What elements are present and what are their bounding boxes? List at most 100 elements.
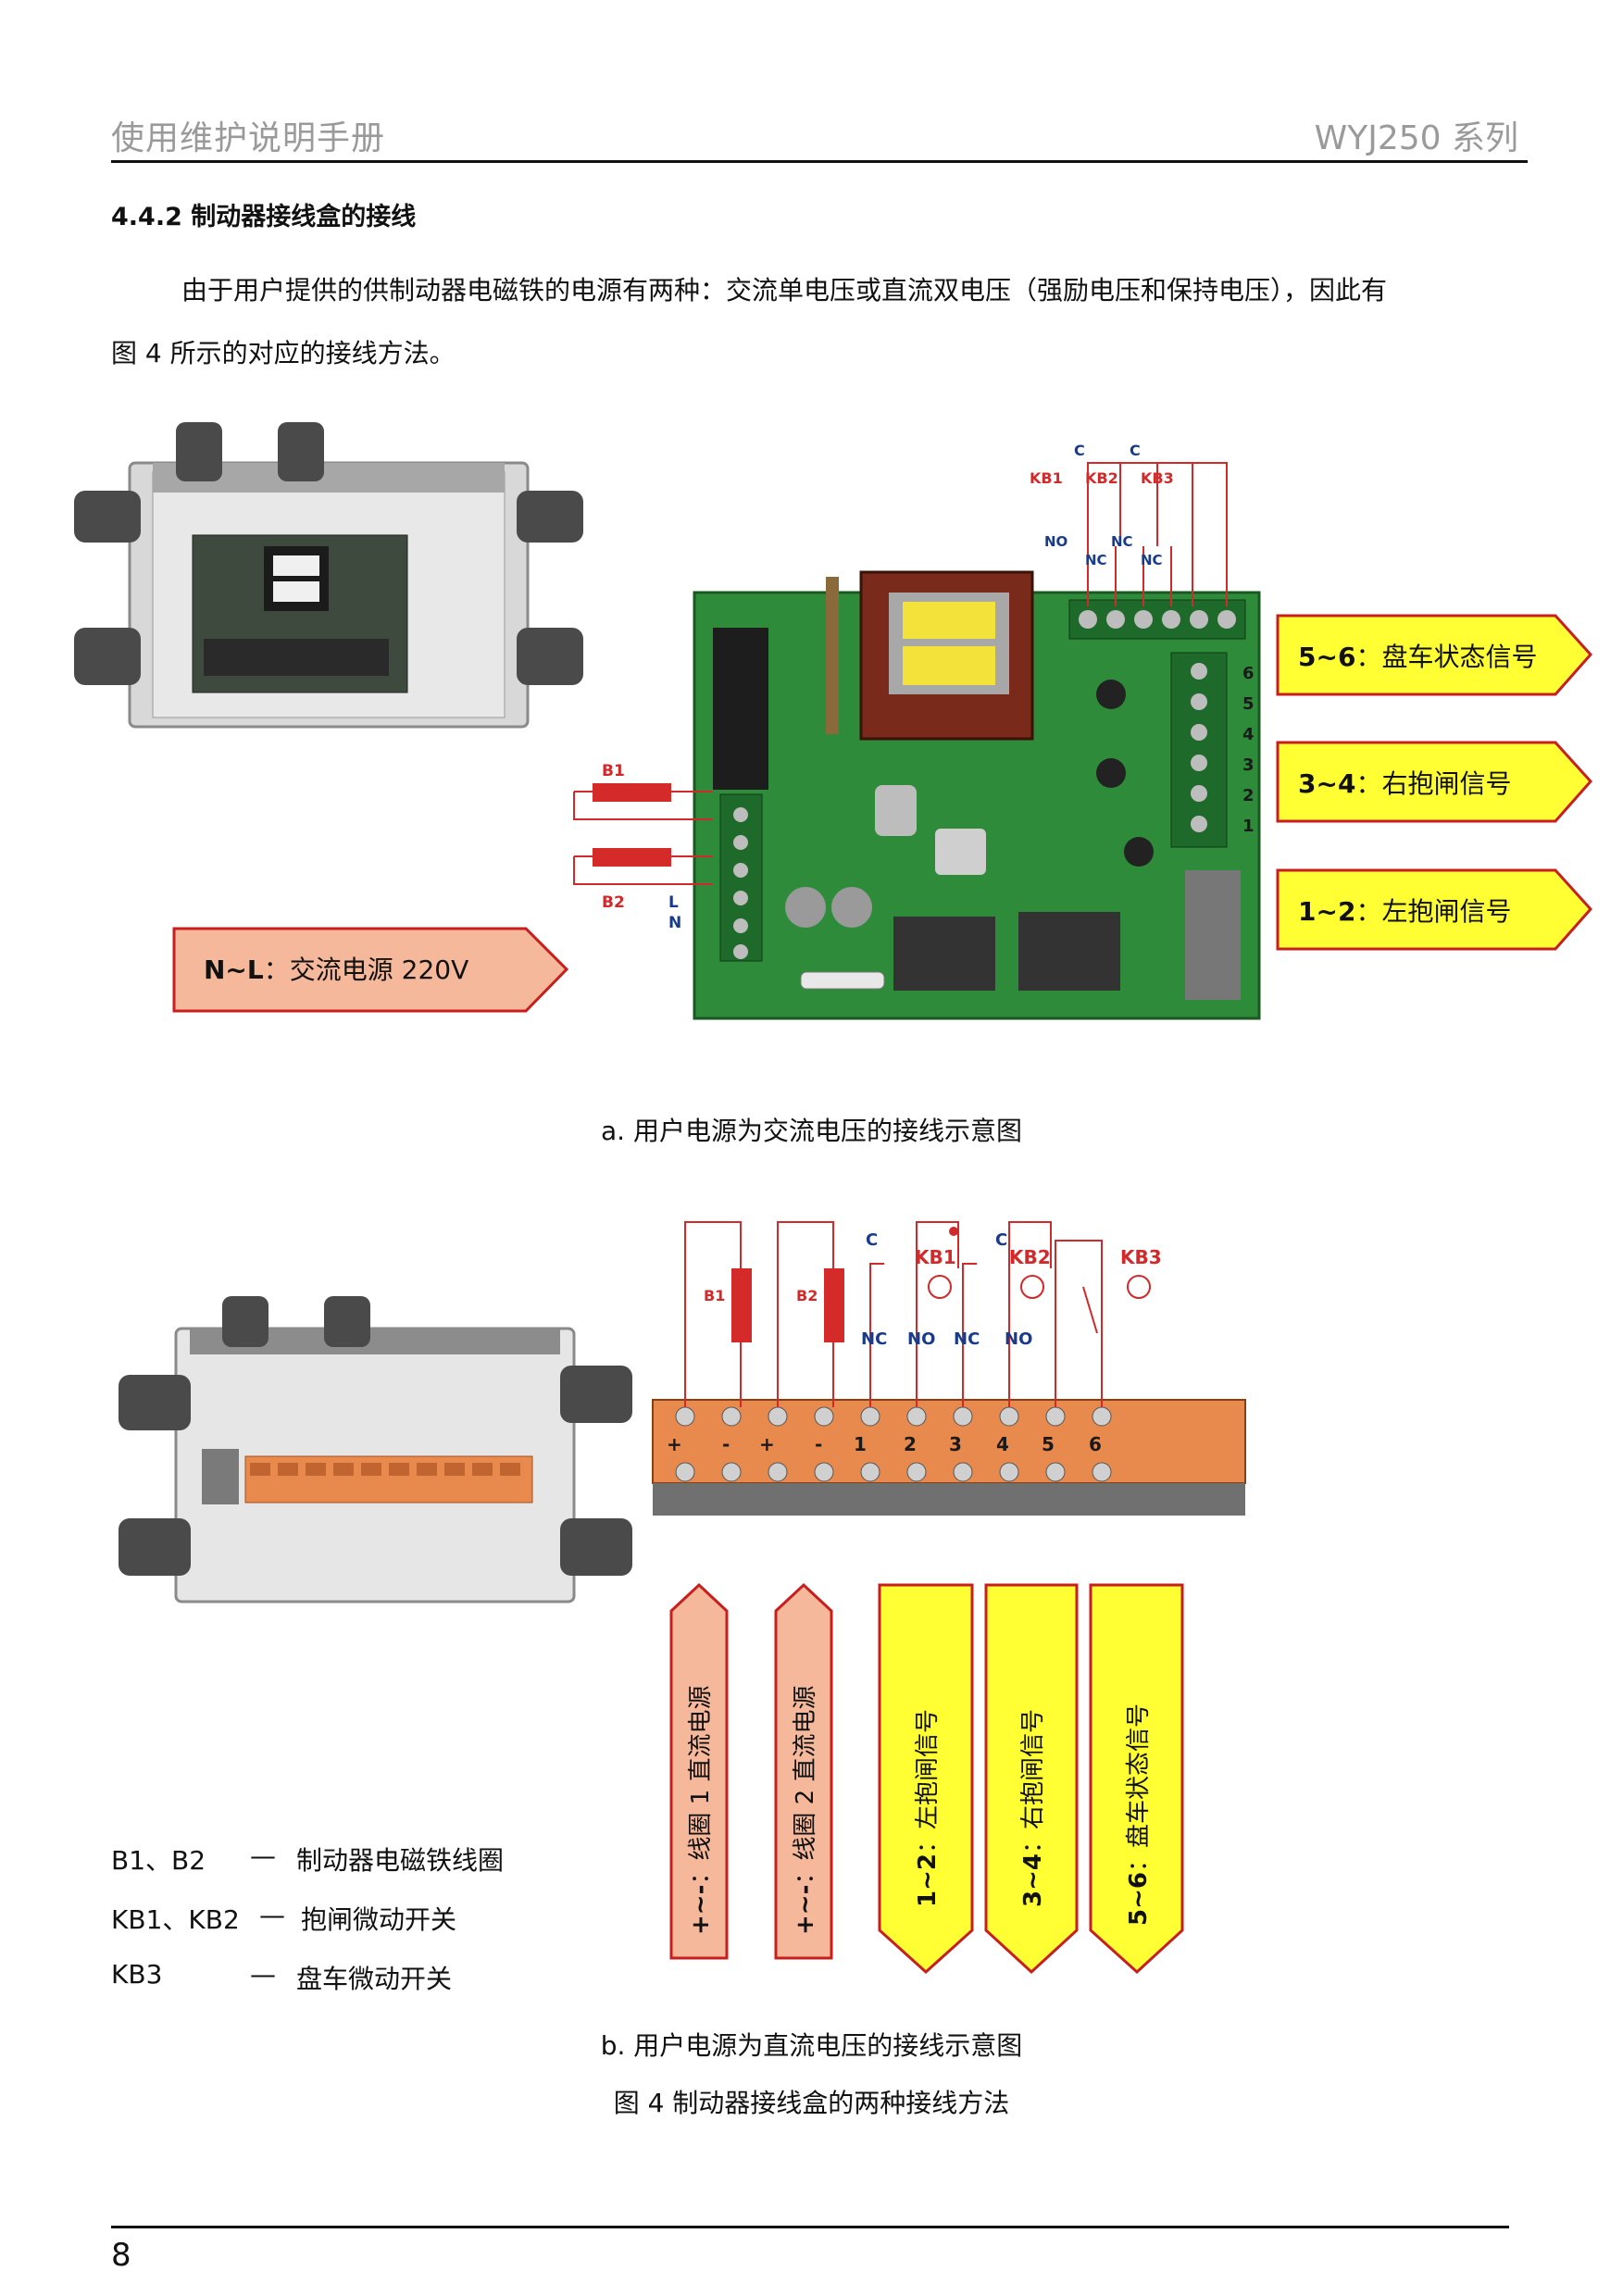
term-1: + <box>667 1433 682 1455</box>
pin-5: 5 <box>1242 694 1255 714</box>
arrow-down-right-brake: 3~4：右抱闸信号 <box>984 1583 1079 1975</box>
legend-term-3: KB3 <box>111 1959 163 1990</box>
label-c-2: C <box>1130 442 1141 459</box>
terminal-block-b: + - + - 1 2 3 4 5 6 <box>652 1399 1246 1516</box>
arrow-up-2-text: 线圈 2 直流电源 <box>792 1686 819 1861</box>
label-kb3-a: KB3 <box>1141 469 1174 487</box>
label-nc-3a: NC <box>1141 552 1163 568</box>
label-no-b2: NO <box>1005 1329 1032 1349</box>
label-kb1-b: KB1 <box>915 1246 956 1268</box>
legend-term-2: KB1、KB2 <box>111 1904 240 1935</box>
label-b2-a: B2 <box>602 893 625 912</box>
arrow-down-left-brake: 1~2：左抱闸信号 <box>878 1583 974 1975</box>
paragraph-line-1: 由于用户提供的供制动器电磁铁的电源有两种：交流单电压或直流双电压（强励电压和保持… <box>181 275 1388 306</box>
term-10: 6 <box>1089 1433 1102 1455</box>
callout-n-l: N~L：交流电源 220V <box>172 927 569 1013</box>
svg-text:N~L：交流电源 220V: N~L：交流电源 220V <box>204 955 468 985</box>
svg-text:3~4：右抱闸信号: 3~4：右抱闸信号 <box>1298 768 1511 799</box>
label-nc-1a: NC <box>1085 552 1107 568</box>
arrow-up-coil-1: +~-：线圈 1 直流电源 <box>669 1582 729 1960</box>
arrow-down-turning-status: 5~6：盘车状态信号 <box>1089 1583 1184 1975</box>
svg-text:1~2：左抱闸信号: 1~2：左抱闸信号 <box>914 1709 942 1907</box>
label-kb2-a: KB2 <box>1085 469 1118 487</box>
legend-dash-3: — <box>250 1959 276 1990</box>
legend-desc-1: 制动器电磁铁线圈 <box>296 1845 505 1876</box>
arrow-up-1-text: 线圈 1 直流电源 <box>687 1686 715 1861</box>
arrow-down-2-key: 3~4 <box>1019 1853 1047 1907</box>
callout-n-l-key: N~L <box>204 955 264 985</box>
svg-text:3~4：右抱闸信号: 3~4：右抱闸信号 <box>1019 1709 1047 1907</box>
callout-n-l-text: 交流电源 220V <box>290 955 469 985</box>
coils-b: B1 B2 <box>704 1268 844 1342</box>
figure-b-diagram: + - + - 1 2 3 4 5 6 B1 B2 C C KB1 KB2 <box>119 1221 1246 1975</box>
arrow-down-3-text: 盘车状态信号 <box>1125 1703 1153 1848</box>
figure-a-caption: a. 用户电源为交流电压的接线示意图 <box>601 1116 1022 1146</box>
label-nc-b1: NC <box>861 1329 887 1349</box>
legend-dash-1: — <box>250 1841 276 1871</box>
label-b1-a: B1 <box>602 762 625 780</box>
callout-1-2-key: 1~2 <box>1298 896 1355 927</box>
svg-text:5~6：盘车状态信号: 5~6：盘车状态信号 <box>1125 1703 1153 1926</box>
pin-2: 2 <box>1242 786 1255 805</box>
pin-6: 6 <box>1242 664 1255 683</box>
label-c-b2: C <box>995 1230 1007 1250</box>
figure-4-caption: 图 4 制动器接线盒的两种接线方法 <box>613 2088 1010 2118</box>
pin-1: 1 <box>1242 817 1255 836</box>
svg-text:+~-：线圈 2 直流电源: +~-：线圈 2 直流电源 <box>792 1686 819 1935</box>
pin-4: 4 <box>1242 725 1255 744</box>
callout-3-4-text: 右抱闸信号 <box>1381 768 1511 799</box>
label-b2-b: B2 <box>796 1287 818 1304</box>
term-4: - <box>815 1433 822 1455</box>
legend-dash-2: — <box>259 1900 285 1930</box>
switch-labels-b: C C KB1 KB2 KB3 NC NO NC NO <box>861 1227 1162 1349</box>
label-c-1: C <box>1074 442 1085 459</box>
section-title: 4.4.2 制动器接线盒的接线 <box>111 203 417 231</box>
junction-box-photo-b <box>119 1296 632 1603</box>
arrow-down-2-text: 右抱闸信号 <box>1019 1709 1047 1829</box>
legend-term-1: B1、B2 <box>111 1845 206 1876</box>
term-6: 2 <box>904 1433 917 1455</box>
callout-5-6-key: 5~6 <box>1298 642 1355 672</box>
legend-desc-2: 抱闸微动开关 <box>301 1904 457 1935</box>
paragraph-line-2: 图 4 所示的对应的接线方法。 <box>111 338 456 368</box>
arrow-down-1-text: 左抱闸信号 <box>914 1709 942 1829</box>
arrow-down-1-key: 1~2 <box>914 1853 942 1907</box>
header-right: WYJ250 系列 <box>1314 119 1518 157</box>
junction-box-photo-a <box>74 422 583 729</box>
callout-5-6-text: 盘车状态信号 <box>1381 642 1537 672</box>
legend-row-3: KB3 — 盘车微动开关 <box>111 1959 667 1996</box>
term-9: 5 <box>1042 1433 1055 1455</box>
svg-text:5~6：盘车状态信号: 5~6：盘车状态信号 <box>1298 642 1537 672</box>
callout-3-4-key: 3~4 <box>1298 768 1355 799</box>
label-l: L <box>668 893 679 912</box>
term-5: 1 <box>854 1433 867 1455</box>
footer-rule <box>111 2226 1509 2228</box>
label-nc-b2: NC <box>954 1329 980 1349</box>
coils-a: B1 B2 L N <box>573 762 713 932</box>
legend-desc-3: 盘车微动开关 <box>296 1964 453 1994</box>
term-2: - <box>722 1433 730 1455</box>
switch-labels-a: C C KB1 KB2 KB3 NO NC NC NC <box>1030 442 1174 568</box>
label-b1-b: B1 <box>704 1287 725 1304</box>
svg-text:+~-：线圈 1 直流电源: +~-：线圈 1 直流电源 <box>687 1686 715 1935</box>
svg-text:1~2：左抱闸信号: 1~2：左抱闸信号 <box>1298 896 1511 927</box>
label-no-1a: NO <box>1044 533 1067 550</box>
label-kb1-a: KB1 <box>1030 469 1063 487</box>
figure-a-diagram: 6 5 4 3 2 1 C C KB1 KB2 KB3 NO NC NC NC … <box>74 422 1592 1020</box>
term-8: 4 <box>996 1433 1009 1455</box>
callout-1-2-text: 左抱闸信号 <box>1381 896 1511 927</box>
header-left: 使用维护说明手册 <box>111 119 386 157</box>
arrow-up-1-key: +~- <box>687 1885 715 1935</box>
callout-3-4: 3~4：右抱闸信号 <box>1276 741 1592 823</box>
pcb-board: 6 5 4 3 2 1 <box>693 570 1261 1020</box>
figure-b-caption: b. 用户电源为直流电压的接线示意图 <box>600 2030 1023 2061</box>
arrow-down-3-key: 5~6 <box>1125 1872 1153 1926</box>
term-7: 3 <box>949 1433 962 1455</box>
legend-row-2: KB1、KB2 — 抱闸微动开关 <box>111 1900 667 1937</box>
header-rule <box>111 160 1528 163</box>
page-number: 8 <box>111 2237 131 2274</box>
label-kb2-b: KB2 <box>1009 1246 1051 1268</box>
label-no-b1: NO <box>907 1329 935 1349</box>
callout-1-2: 1~2：左抱闸信号 <box>1276 868 1592 951</box>
callout-5-6: 5~6：盘车状态信号 <box>1276 614 1592 696</box>
